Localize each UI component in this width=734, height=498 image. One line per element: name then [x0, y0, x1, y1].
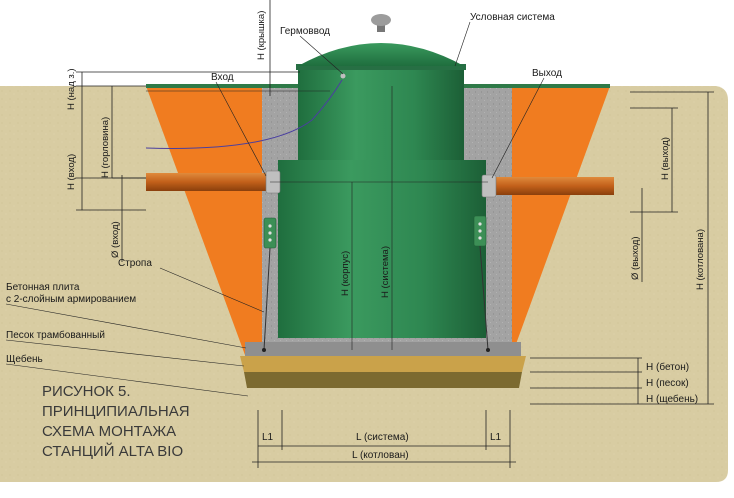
pit-height-label: Н (котлована): [695, 229, 706, 290]
inlet-label: Вход: [211, 72, 234, 83]
caption-line-4: СТАНЦИЙ ALTA BIO: [42, 442, 183, 460]
above-ground-label: Н (над з.): [66, 68, 77, 110]
backfill-right: [512, 86, 610, 355]
vent-cap-icon: [371, 14, 391, 26]
lid-height-label: Н (крышка): [256, 11, 267, 60]
system-height-label: Н (система): [380, 246, 391, 298]
sling-left: [263, 247, 271, 351]
germovvod-gland-icon: [340, 73, 346, 79]
tank-dome: [298, 43, 464, 66]
outlet-pipe: [486, 177, 614, 195]
gravel-layer: [244, 372, 522, 388]
sand-layer: [240, 356, 526, 372]
germovvod-label: Гермоввод: [280, 26, 330, 37]
outlet-coupling: [481, 174, 497, 198]
l-system-label: L (система): [356, 432, 409, 443]
concrete-slab-label-2: с 2-слойным армированием: [6, 294, 136, 305]
caption-line-1: РИСУНОК 5.: [42, 383, 131, 400]
gravel-label: Щебень: [6, 353, 43, 365]
l1-right-label: L1: [490, 432, 502, 443]
body-height-label: Н (корпус): [340, 251, 351, 296]
germovvod-cable: [145, 79, 343, 149]
sand-h-label: Н (песок): [646, 378, 689, 389]
tank-body: [278, 160, 486, 338]
sand-label: Песок трамбованный: [6, 329, 105, 341]
tank-neck: [298, 64, 464, 160]
l-pit-label: L (котлован): [352, 450, 409, 461]
tank-neck-rim: [296, 64, 466, 70]
backfill-left: [146, 86, 262, 355]
neck-label: Н (горловина): [100, 117, 111, 178]
gravel-h-label: Н (щебень): [646, 393, 698, 405]
inlet-pipe: [146, 173, 278, 191]
sling-label: Стропа: [118, 258, 152, 269]
conditional-system-label: Условная система: [470, 12, 555, 23]
outlet-diameter-label: Ø (выход): [630, 237, 641, 281]
caption-line-2: ПРИНЦИПИАЛЬНАЯ: [42, 403, 190, 420]
concrete-h-label: Н (бетон): [646, 361, 689, 373]
outlet-label: Выход: [532, 68, 562, 79]
sling-right: [479, 245, 489, 351]
caption-line-3: СХЕМА МОНТАЖА: [42, 423, 176, 440]
inlet-diameter-label: Ø (вход): [110, 221, 121, 258]
vent-stem: [377, 24, 385, 32]
inlet-height-label: Н (вход): [66, 154, 77, 190]
outlet-height-label: Н (выход): [660, 137, 671, 180]
concrete-slab: [245, 342, 521, 356]
l1-left-label: L1: [262, 432, 274, 443]
concrete-slab-label-1: Бетонная плита: [6, 282, 80, 293]
